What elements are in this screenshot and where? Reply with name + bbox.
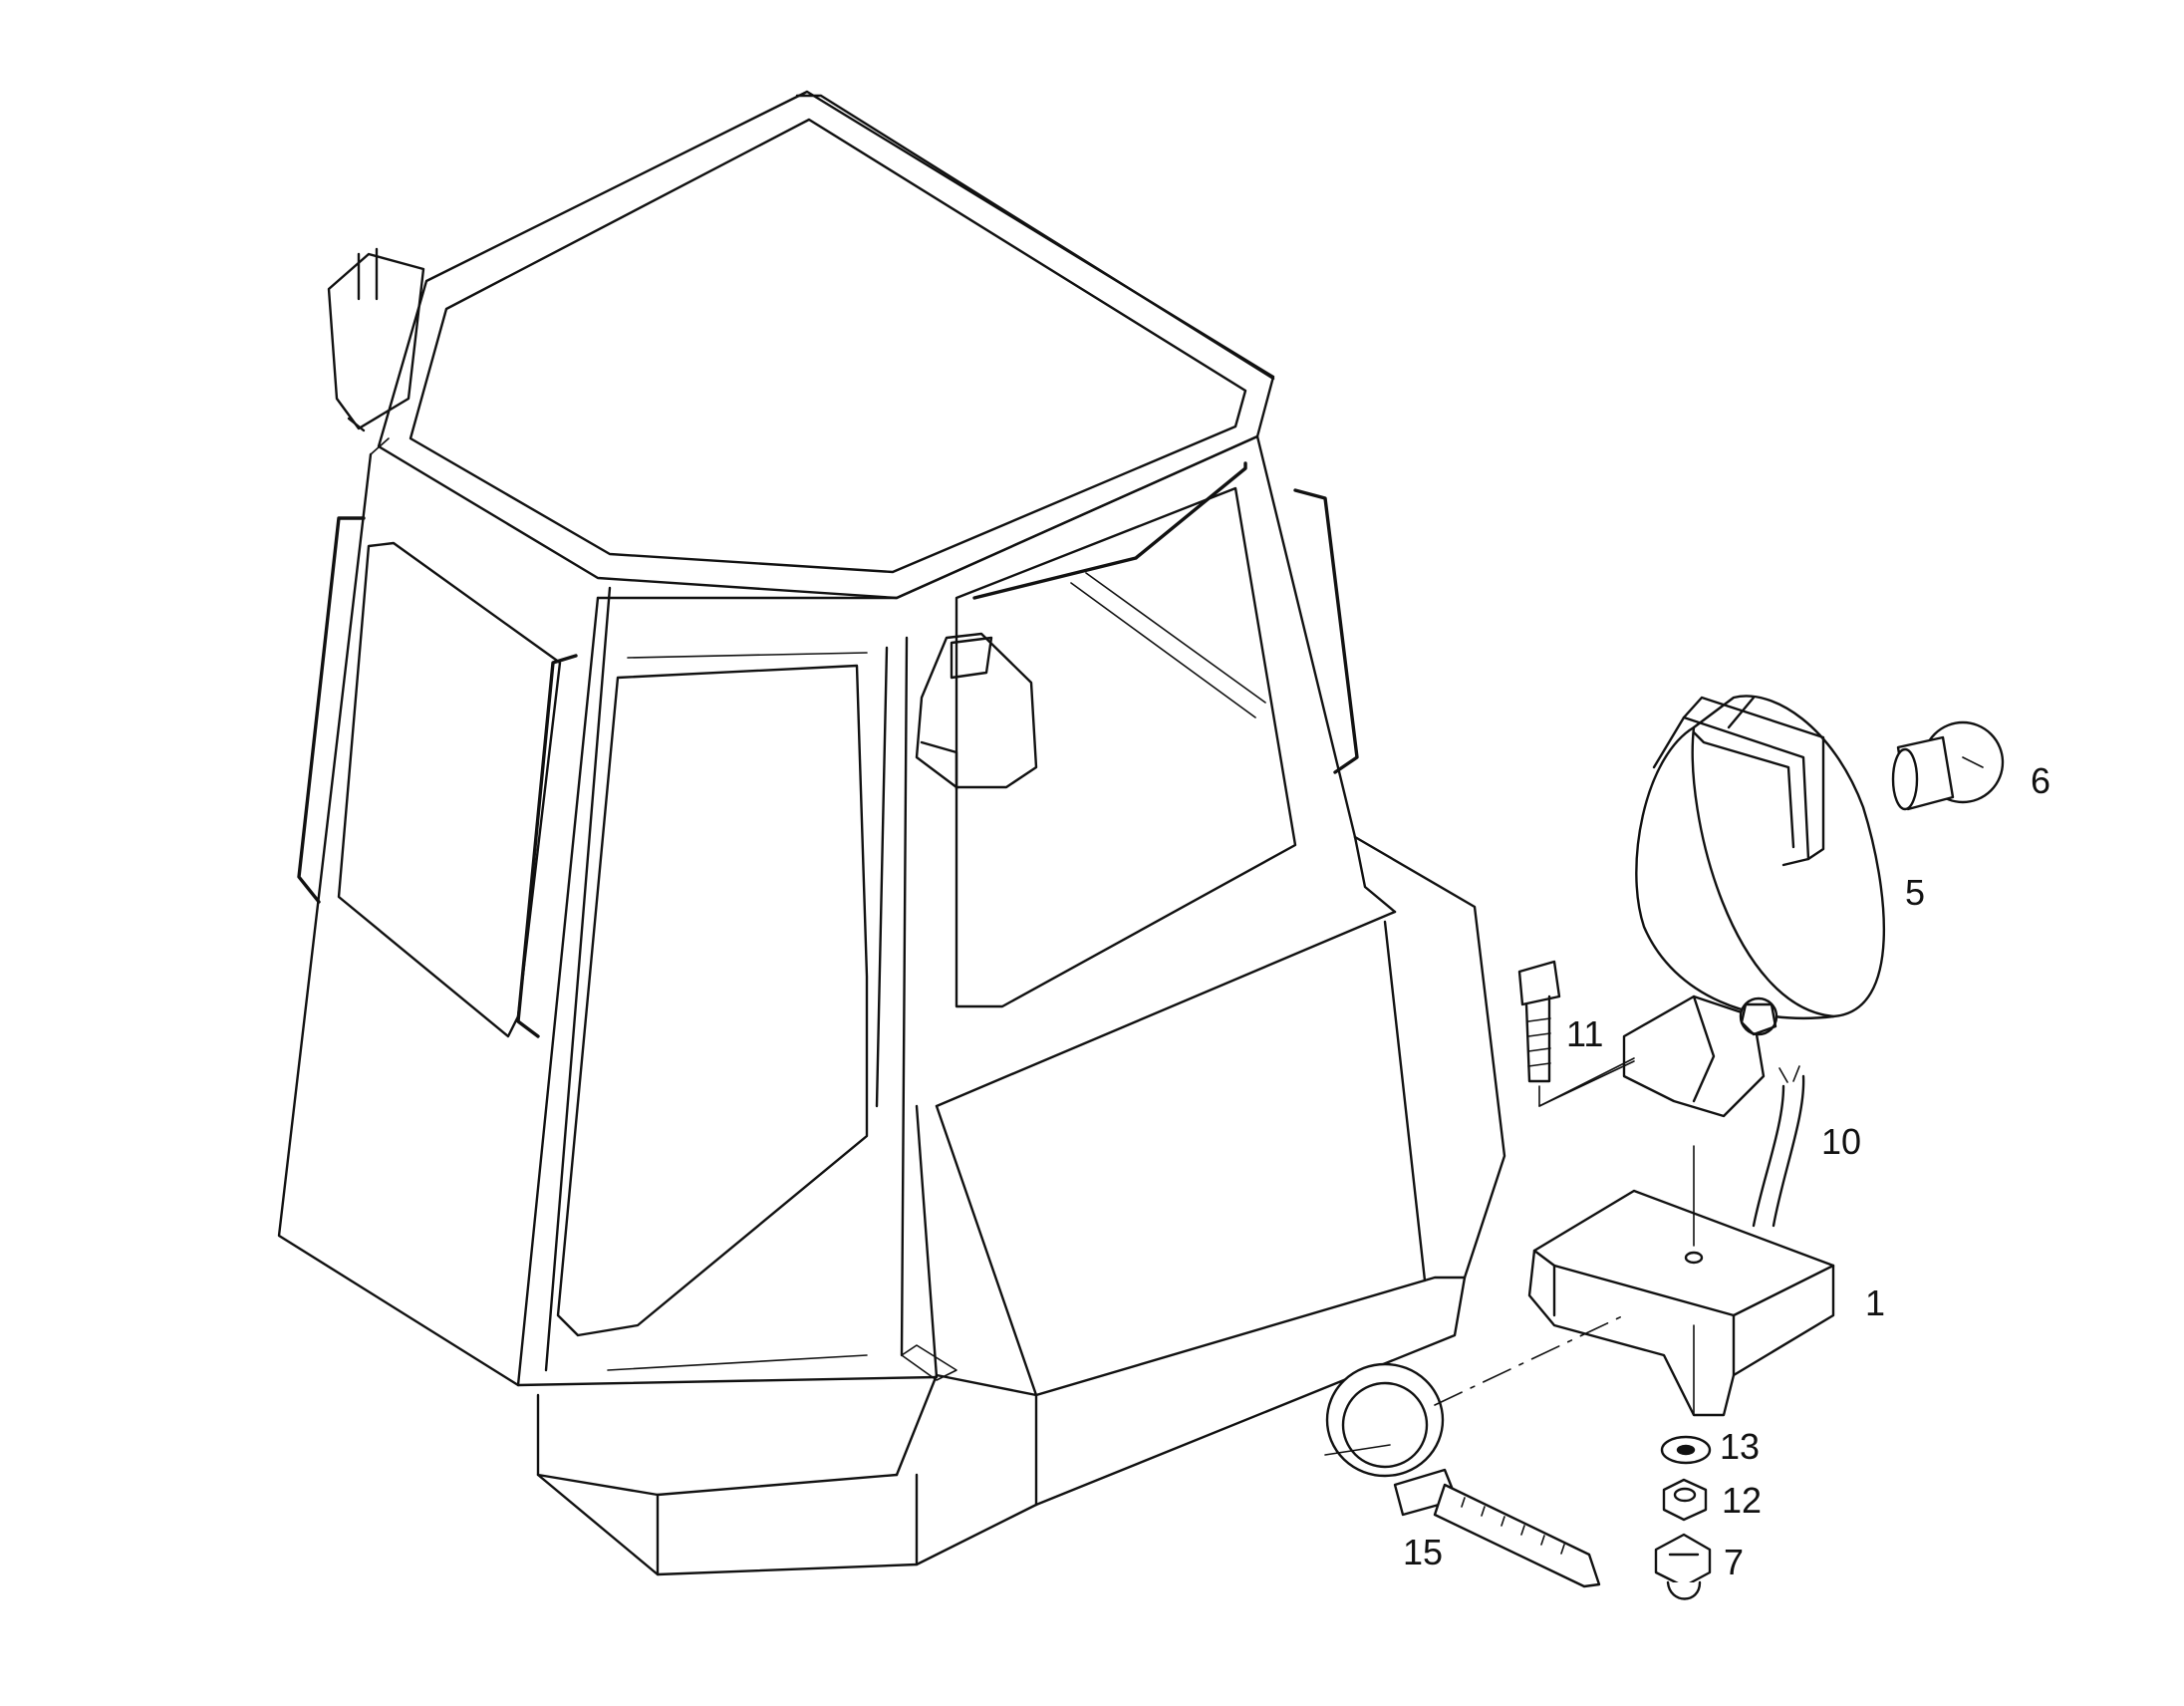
cab-lower-body [536, 835, 1506, 1576]
cab-body [277, 434, 1357, 1387]
callout-5: 5 [1905, 872, 1925, 913]
callout-15: 15 [1403, 1532, 1443, 1572]
callout-1: 1 [1865, 1282, 1885, 1323]
callout-11: 11 [1566, 1013, 1603, 1054]
work-light-housing [1691, 695, 1886, 1018]
work-light-assembly [1622, 695, 1886, 1118]
callout-labels: 1 5 6 7 10 11 12 13 15 [1403, 760, 2050, 1582]
front-light-bracket [915, 632, 1038, 791]
assembly-line-clamp [1434, 1314, 1625, 1406]
cab-door-window [556, 664, 869, 1337]
nut-part [1662, 1478, 1708, 1522]
bolt-part [1517, 960, 1635, 1107]
cable-part [1752, 1065, 1805, 1228]
callout-7: 7 [1724, 1542, 1744, 1582]
callout-12: 12 [1722, 1480, 1762, 1521]
callout-13: 13 [1720, 1426, 1760, 1467]
mounting-bracket-part [1527, 1145, 1835, 1417]
cab-side-window [337, 541, 562, 1038]
cab-front-window [955, 486, 1297, 1008]
work-light-bracket [1622, 995, 1778, 1118]
callout-10: 10 [1821, 1121, 1861, 1162]
bulb-part [1891, 720, 2005, 811]
washer-part [1660, 1435, 1712, 1465]
cab-grab-handles [297, 461, 1359, 1038]
cable-clamp-part [1324, 1362, 1601, 1588]
cab-illustration [277, 90, 1506, 1576]
cab-roof [370, 90, 1275, 600]
callout-6: 6 [2031, 760, 2050, 801]
assembly-line-bolt [1538, 1057, 1635, 1107]
mirror-bracket-left [327, 247, 425, 432]
cap-nut-part [1654, 1533, 1712, 1600]
